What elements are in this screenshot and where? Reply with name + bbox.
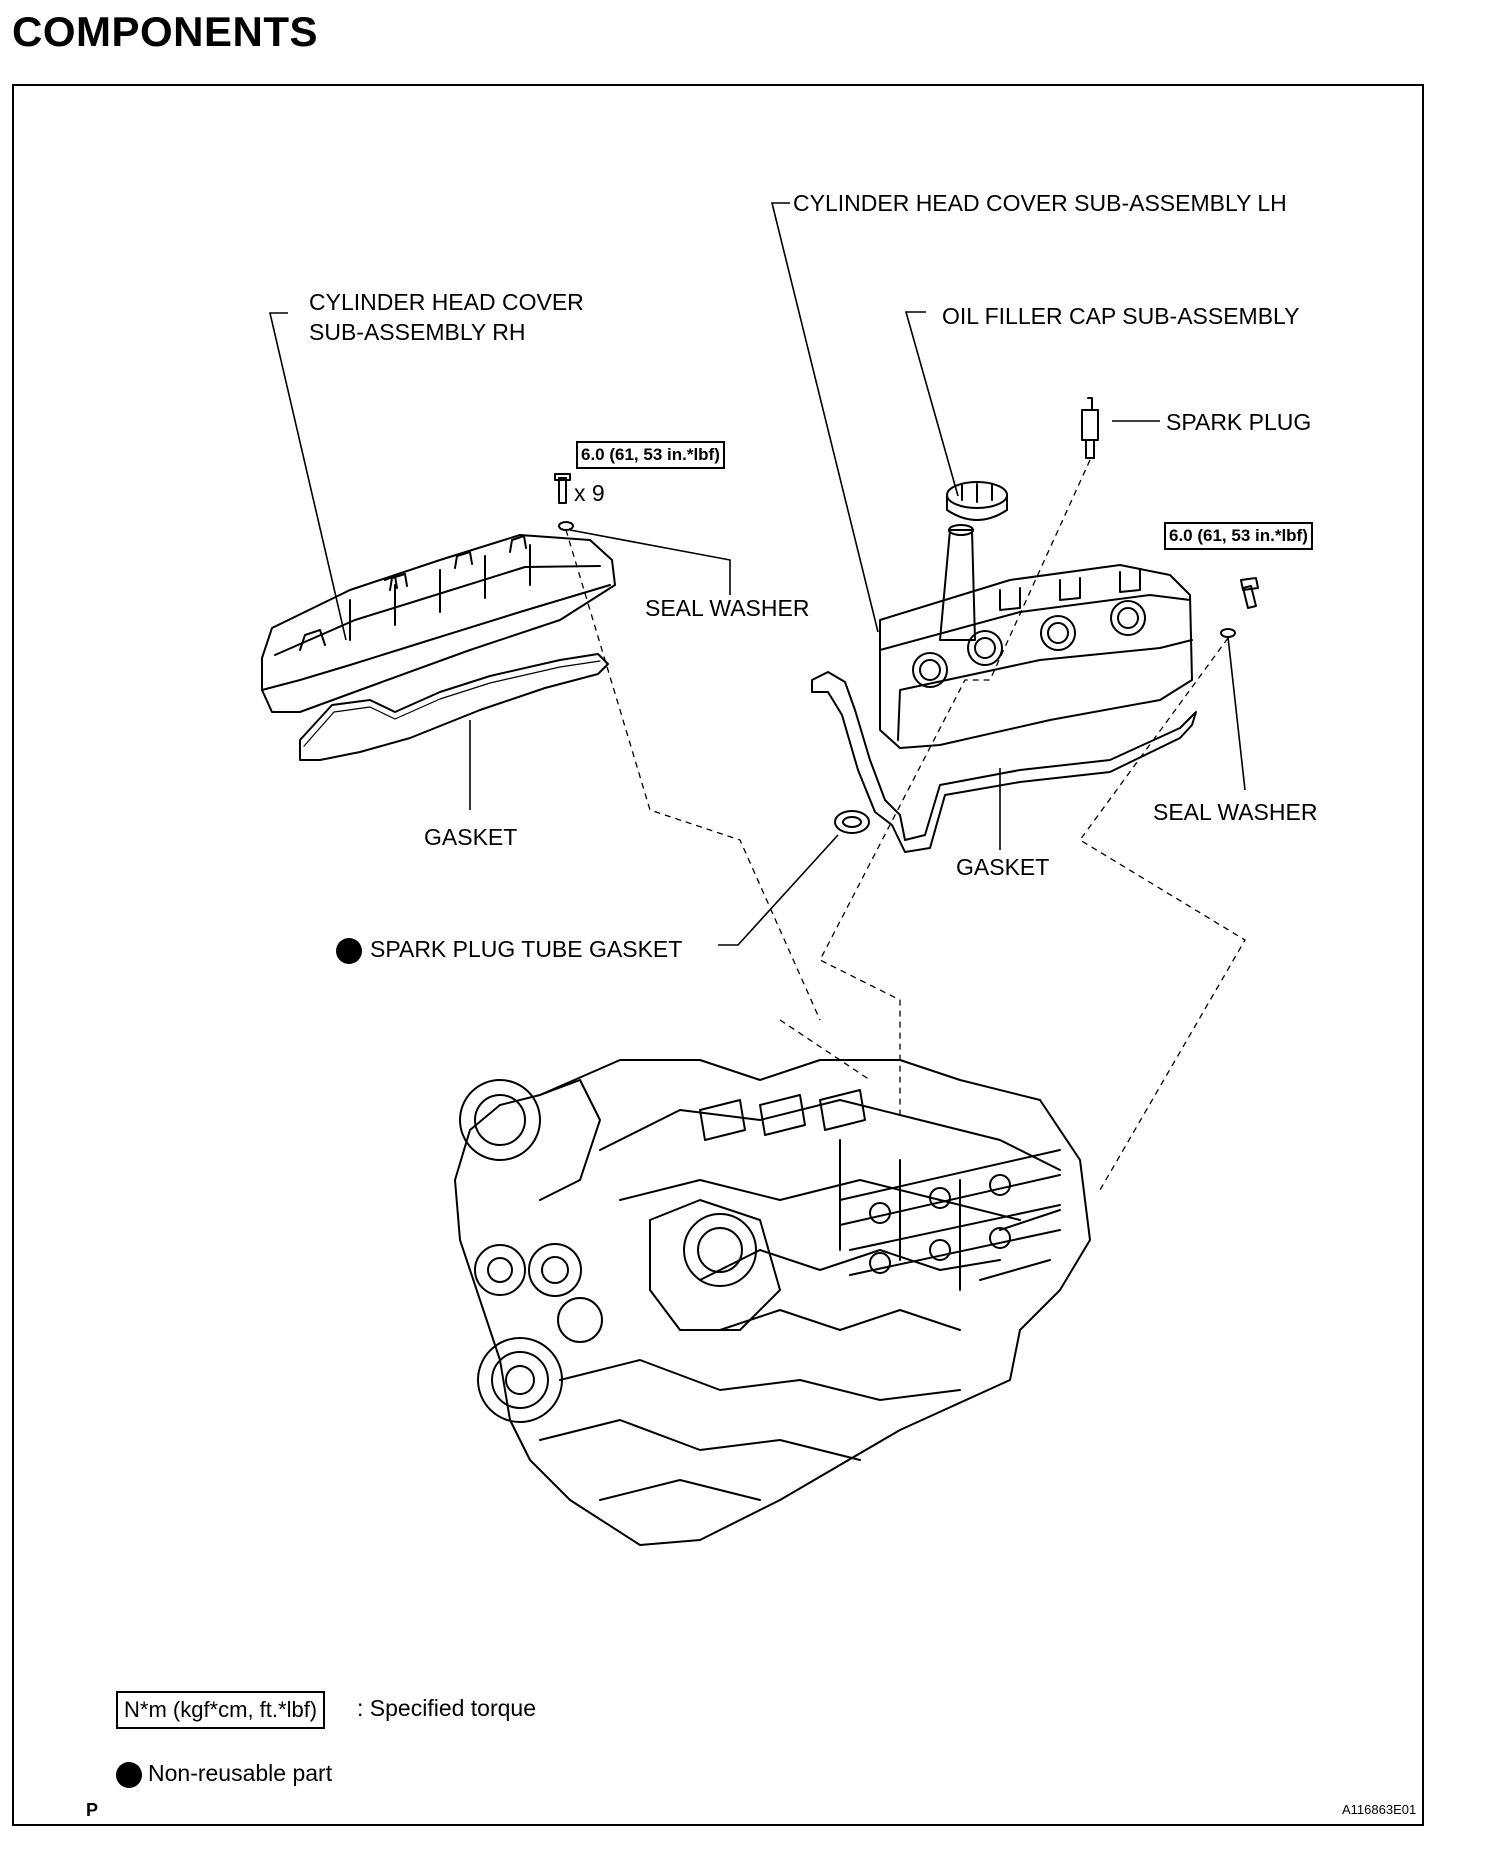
page-marker: P [86,1800,99,1820]
leader-oil-filler-cap [904,311,959,497]
legend-non-reusable: Non-reusable part [148,1760,333,1786]
spark-plug-tube-gasket-part [834,810,870,834]
non-reusable-dot-icon [336,938,362,964]
bolt-count: x 9 [574,480,605,506]
label-gasket-right: GASKET [956,854,1050,880]
engine-block [454,1059,1091,1546]
dash-rh-bolt [565,529,821,1021]
leader-seal-washer-right [1227,636,1246,791]
diagram-frame [12,84,1424,1826]
legend-torque-unit: N*m (kgf*cm, ft.*lbf) [116,1691,326,1729]
rh-seal-washer [558,521,574,531]
leader-spark-plug-tube-gasket [718,834,839,946]
lh-seal-washer [1220,628,1236,638]
dash-lh-bolt [1079,637,1246,1191]
oil-filler-cap [946,481,1008,521]
dash-spark-plug [819,459,1091,1120]
label-seal-washer-left: SEAL WASHER [645,595,810,621]
legend-non-reusable-dot-icon [116,1762,142,1788]
label-oil-filler-cap: OIL FILLER CAP SUB-ASSEMBLY [942,303,1300,329]
label-head-cover-rh-line2: SUB-ASSEMBLY RH [309,319,526,345]
rh-gasket [299,653,609,761]
rh-bolt [554,473,571,504]
spark-plug [1081,397,1099,459]
label-spark-plug-tube-gasket: SPARK PLUG TUBE GASKET [370,936,683,962]
lh-cylinder-head-cover [879,524,1193,749]
lh-gasket [811,671,1197,853]
leader-head-cover-rh [268,312,347,641]
leader-head-cover-lh [770,202,879,633]
torque-spec-right: 6.0 (61, 53 in.*lbf) [1164,522,1313,550]
leader-seal-washer-left [569,529,731,595]
lh-bolt [1240,577,1259,609]
figure-id: A116863E01 [1342,1802,1417,1817]
label-head-cover-lh: CYLINDER HEAD COVER SUB-ASSEMBLY LH [793,190,1287,216]
label-seal-washer-right: SEAL WASHER [1153,799,1318,825]
legend-torque-desc: : Specified torque [357,1695,537,1721]
page-title: COMPONENTS [12,8,319,55]
rh-cylinder-head-cover [261,534,616,713]
label-gasket-left: GASKET [424,824,518,850]
label-head-cover-rh-line1: CYLINDER HEAD COVER [309,289,584,315]
torque-spec-left: 6.0 (61, 53 in.*lbf) [576,441,725,469]
label-spark-plug: SPARK PLUG [1166,409,1312,435]
